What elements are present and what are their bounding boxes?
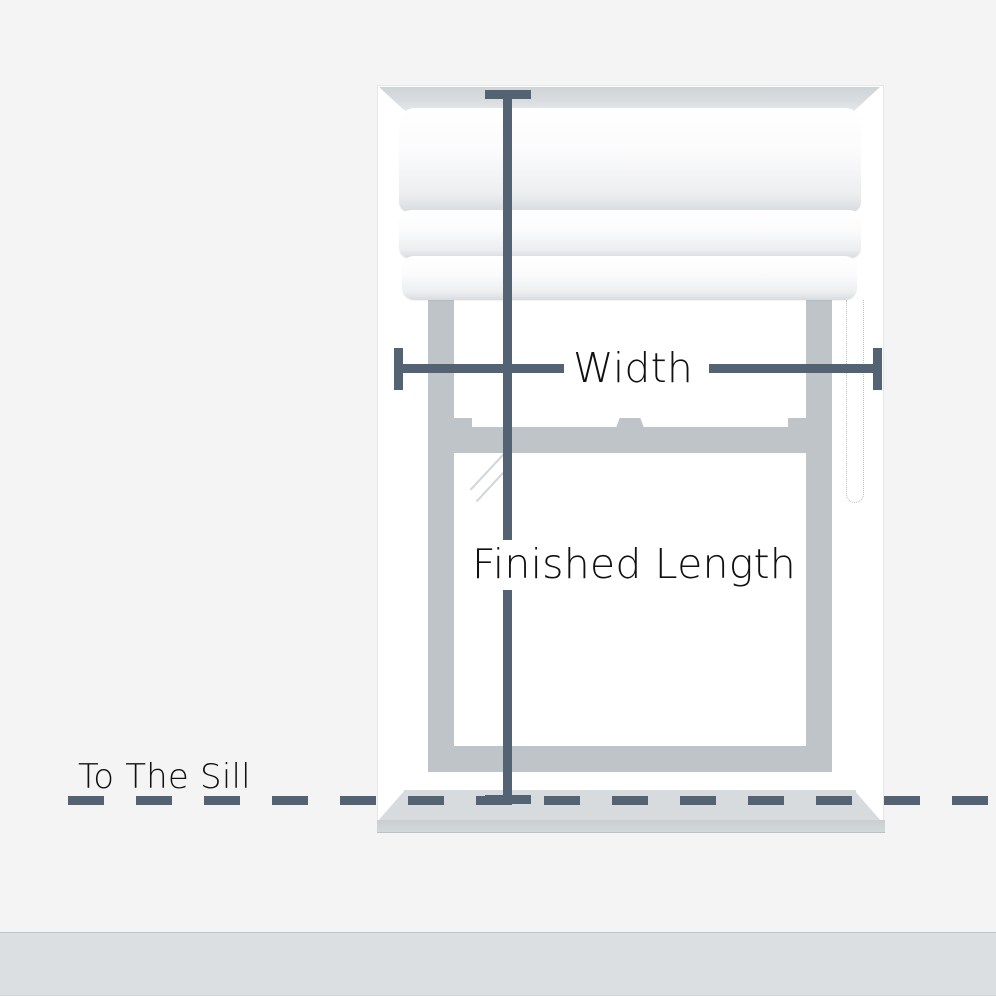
sill-return-right xyxy=(854,790,882,822)
finished-length-label: Finished Length xyxy=(472,540,796,588)
width-line-right xyxy=(709,364,882,373)
recess-corner-left xyxy=(379,87,405,111)
sill-return-left xyxy=(377,790,405,822)
frame-upper-sash-lip-left xyxy=(454,417,472,429)
glass-pane-upper xyxy=(454,292,806,418)
width-endcap-right xyxy=(873,348,882,390)
frame-bottom-rail xyxy=(428,746,832,772)
blind-fold xyxy=(399,108,861,212)
width-label: Width xyxy=(573,344,694,392)
recess-soffit xyxy=(379,87,880,111)
floor-strip xyxy=(0,932,996,996)
glass-pane-lower xyxy=(454,453,806,746)
width-line-left xyxy=(398,364,564,373)
blind-fold xyxy=(399,210,861,258)
to-the-sill-dashed-line xyxy=(68,796,996,805)
recess-corner-right xyxy=(854,87,880,111)
frame-upper-sash-lip-right xyxy=(788,417,806,429)
length-line-upper xyxy=(503,94,512,540)
blind-fold xyxy=(402,256,857,300)
pull-chain-icon xyxy=(846,300,864,503)
frame-meeting-rail xyxy=(428,427,832,453)
to-the-sill-label: To The Sill xyxy=(78,757,251,797)
length-line-lower xyxy=(503,590,512,802)
sill-top xyxy=(404,790,856,822)
sill-face xyxy=(377,820,885,833)
